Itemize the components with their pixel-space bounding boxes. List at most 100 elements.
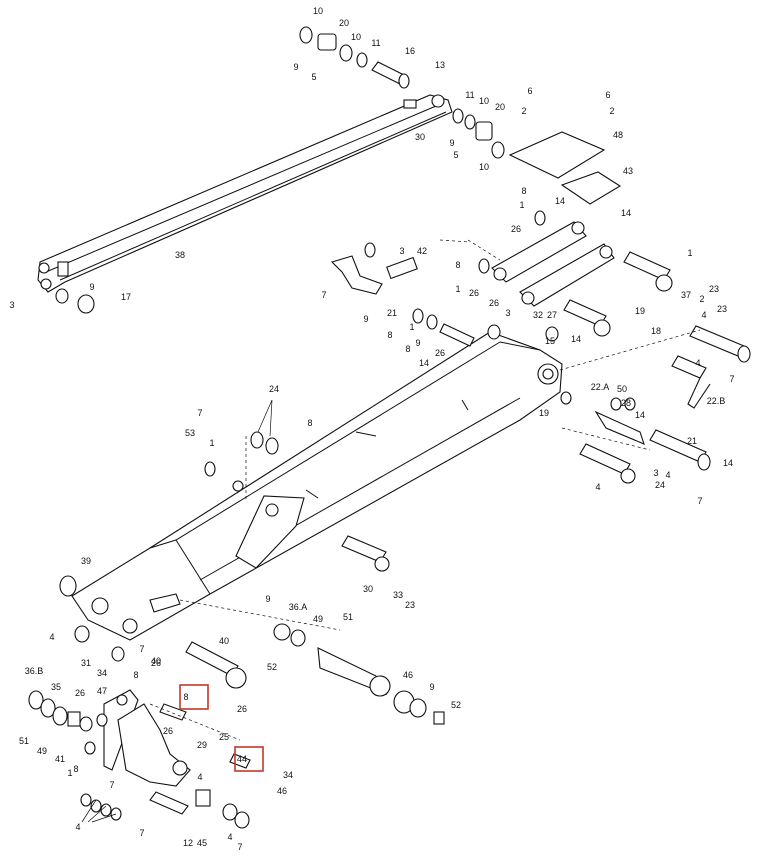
callout-8: 8 (133, 670, 138, 680)
callout-19: 19 (635, 306, 645, 316)
callout-14: 14 (571, 334, 581, 344)
callout-48: 48 (613, 130, 623, 140)
callout-20: 20 (495, 102, 505, 112)
callout-8: 8 (73, 764, 78, 774)
callout-13: 13 (435, 60, 445, 70)
pin-23-upper (563, 251, 673, 337)
callout-16: 16 (405, 46, 415, 56)
washer-group-lower-left (28, 690, 250, 829)
callout-1: 1 (67, 768, 72, 778)
callout-33: 33 (393, 590, 403, 600)
callout-51: 51 (343, 612, 353, 622)
callout-26: 26 (151, 658, 161, 668)
callout-12: 12 (183, 838, 193, 848)
callout-40: 40 (151, 656, 161, 666)
link-assembly-37 (330, 221, 615, 307)
guide-lines (81, 239, 701, 823)
callout-20: 20 (339, 18, 349, 28)
callout-14: 14 (419, 358, 429, 368)
callout-26: 26 (489, 298, 499, 308)
callout-9: 9 (415, 338, 420, 348)
callout-1: 1 (687, 248, 692, 258)
callout-10: 10 (479, 96, 489, 106)
callout-52: 52 (451, 700, 461, 710)
callout-42: 42 (417, 246, 427, 256)
pin-24-group (579, 410, 711, 484)
pin-23-mid (341, 535, 390, 572)
callout-38: 38 (175, 250, 185, 260)
callout-4: 4 (49, 632, 54, 642)
callout-46: 46 (277, 786, 287, 796)
callout-47: 47 (97, 686, 107, 696)
callout-21: 21 (387, 308, 397, 318)
callout-49: 49 (313, 614, 323, 624)
highlight-box-46-lower (234, 746, 264, 772)
callout-4: 4 (227, 832, 232, 842)
callout-5: 5 (311, 72, 316, 82)
callout-28: 28 (621, 398, 631, 408)
upper-right-pin-group (452, 108, 505, 159)
pin-36-group (185, 623, 445, 725)
callout-34: 34 (97, 668, 107, 678)
callout-46: 46 (403, 670, 413, 680)
callout-17: 17 (121, 292, 131, 302)
callout-14: 14 (555, 196, 565, 206)
callout-7: 7 (109, 780, 114, 790)
callout-40: 40 (219, 636, 229, 646)
callout-7: 7 (729, 374, 734, 384)
misc-washers (55, 210, 636, 662)
callout-8: 8 (183, 692, 188, 702)
callout-26: 26 (469, 288, 479, 298)
callout-14: 14 (723, 458, 733, 468)
callout-7: 7 (197, 408, 202, 418)
callout-7: 7 (139, 828, 144, 838)
callout-45: 45 (197, 838, 207, 848)
callout-3: 3 (9, 300, 14, 310)
callout-23: 23 (717, 304, 727, 314)
callout-4: 4 (197, 772, 202, 782)
callout-9: 9 (89, 282, 94, 292)
callout-4: 4 (595, 482, 600, 492)
callout-39: 39 (81, 556, 91, 566)
callout-52: 52 (267, 662, 277, 672)
callout-9: 9 (363, 314, 368, 324)
callout-44: 44 (237, 754, 247, 764)
pin-22-group (671, 325, 751, 409)
callout-51: 51 (19, 736, 29, 746)
callout-7: 7 (139, 644, 144, 654)
callout-2: 2 (699, 294, 704, 304)
callout-1: 1 (209, 438, 214, 448)
callout-26: 26 (511, 224, 521, 234)
callout-15: 15 (545, 336, 555, 346)
callout-50: 50 (617, 384, 627, 394)
callout-6: 6 (527, 86, 532, 96)
callout-11: 11 (371, 38, 380, 48)
main-boom-38 (71, 331, 563, 641)
upper-pin-group (299, 26, 410, 89)
callout-14: 14 (621, 208, 631, 218)
callout-22-A: 22.A (591, 382, 610, 392)
callout-2: 2 (521, 106, 526, 116)
callout-5: 5 (453, 150, 458, 160)
callout-9: 9 (429, 682, 434, 692)
callout-27: 27 (547, 310, 557, 320)
callout-8: 8 (521, 186, 526, 196)
callout-9: 9 (449, 138, 454, 148)
callout-29: 29 (197, 740, 207, 750)
callout-3: 3 (505, 308, 510, 318)
callout-8: 8 (307, 418, 312, 428)
callout-24: 24 (655, 480, 665, 490)
callout-10: 10 (351, 32, 361, 42)
callout-4: 4 (75, 822, 80, 832)
callout-11: 11 (465, 90, 474, 100)
callout-1: 1 (519, 200, 524, 210)
callout-1: 1 (455, 284, 460, 294)
callout-7: 7 (321, 290, 326, 300)
callout-21: 21 (687, 436, 697, 446)
callout-22-B: 22.B (707, 396, 726, 406)
callout-53: 53 (185, 428, 195, 438)
callout-23: 23 (709, 284, 719, 294)
callout-19: 19 (539, 408, 549, 418)
callout-37: 37 (681, 290, 691, 300)
